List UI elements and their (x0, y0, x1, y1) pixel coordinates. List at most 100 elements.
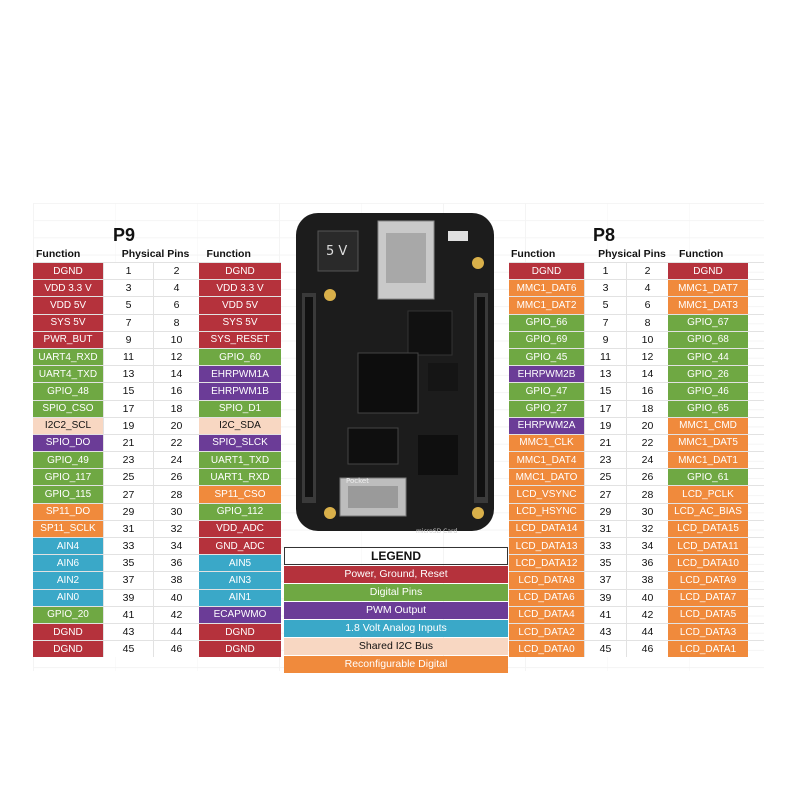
p8-function-left: LCD_VSYNC (509, 486, 584, 503)
p8-pin-even: 34 (626, 538, 668, 555)
p8-pin-odd: 27 (584, 486, 626, 503)
p8-pin-odd: 1 (584, 263, 626, 280)
p8-function-left: MMC1_DATO (509, 469, 584, 486)
p8-pin-even: 14 (626, 366, 668, 383)
p9-function-left: GPIO_20 (33, 606, 103, 623)
p9-pin-even: 30 (153, 503, 199, 520)
p9-function-right: SPIO_SLCK (199, 434, 281, 452)
p8-pin-even: 32 (626, 520, 668, 537)
p8-pin-odd: 41 (584, 606, 626, 623)
p9-function-left: GPIO_48 (33, 383, 103, 400)
p9-pin-odd: 35 (103, 555, 153, 572)
p8-pin-even: 30 (626, 503, 668, 520)
p8-title: P8 (593, 225, 616, 245)
legend-item: Shared I2C Bus (284, 637, 508, 655)
p8-function-left: GPIO_47 (509, 383, 584, 400)
p8-function-right: MMC1_DAT3 (668, 297, 748, 314)
sd-label: microSD Card (416, 528, 457, 535)
p9-function-left: AIN4 (33, 538, 103, 555)
p8-pin-odd: 31 (584, 520, 626, 537)
p8-function-right: LCD_DATA3 (668, 623, 748, 641)
p9-title-row: P9 (33, 203, 281, 245)
p9-pin-even: 26 (153, 469, 199, 486)
p8-pin-even: 26 (626, 469, 668, 486)
p9-function-left: AIN0 (33, 589, 103, 606)
p8-pin-odd: 37 (584, 572, 626, 589)
p8-function-left: MMC1_DAT2 (509, 297, 584, 314)
p9-pin-odd: 5 (103, 297, 153, 314)
p9-pin-even: 6 (153, 297, 199, 314)
p8-function-right: MMC1_DAT7 (668, 280, 748, 297)
p9-function-left: GPIO_117 (33, 469, 103, 486)
p9-function-left: DGND (33, 263, 103, 280)
p8-function-right: GPIO_61 (668, 469, 748, 486)
p8-pin-odd: 3 (584, 280, 626, 297)
legend-item: 1.8 Volt Analog Inputs (284, 619, 508, 637)
p8-function-left: LCD_HSYNC (509, 503, 584, 520)
p9-pin-even: 34 (153, 538, 199, 555)
p9-pin-odd: 15 (103, 383, 153, 400)
p8-column-headers: Function Physical Pins Function (509, 245, 764, 262)
p9-pin-even: 36 (153, 555, 199, 572)
p9-pin-odd: 25 (103, 469, 153, 486)
p9-function-left: I2C2_SCL (33, 417, 103, 434)
p9-function-left: DGND (33, 641, 103, 658)
p9-function-left: SPIO_CSO (33, 400, 103, 417)
p9-pin-even: 28 (153, 486, 199, 503)
p8-pin-even: 46 (626, 641, 668, 658)
p9-pin-even: 24 (153, 452, 199, 469)
p9-function-left: UART4_TXD (33, 366, 103, 383)
p9-pin-even: 8 (153, 314, 199, 331)
p9-pin-odd: 29 (103, 503, 153, 520)
p8-pin-odd: 23 (584, 452, 626, 469)
p9-function-right: SYS_RESET (199, 331, 281, 348)
p8-pin-even: 10 (626, 331, 668, 348)
p8-pin-odd: 29 (584, 503, 626, 520)
p8-pin-even: 8 (626, 314, 668, 331)
p9-function-left: SPIO_DO (33, 434, 103, 452)
p8-function-left: LCD_DATA2 (509, 623, 584, 641)
p9-function-right: GND_ADC (199, 538, 281, 555)
p8-pin-even: 4 (626, 280, 668, 297)
p9-function-left: VDD 3.3 V (33, 280, 103, 297)
p9-header-function-right: Function (206, 247, 251, 260)
p9-pin-odd: 41 (103, 606, 153, 623)
p9-function-right: AIN1 (199, 589, 281, 606)
p9-function-right: GPIO_112 (199, 503, 281, 520)
p9-function-left: DGND (33, 623, 103, 641)
p9-pin-odd: 19 (103, 417, 153, 434)
p9-function-left: GPIO_115 (33, 486, 103, 503)
p8-function-right: MMC1_DAT1 (668, 452, 748, 469)
p9-pin-even: 22 (153, 434, 199, 452)
p8-pin-even: 24 (626, 452, 668, 469)
p8-pin-odd: 25 (584, 469, 626, 486)
p9-function-left: SP11_DO (33, 503, 103, 520)
p9-pin-even: 10 (153, 331, 199, 348)
p8-header-pins: Physical Pins (598, 247, 666, 260)
p8-function-right: LCD_DATA1 (668, 641, 748, 658)
p9-function-right: VDD 3.3 V (199, 280, 281, 297)
p8-function-right: LCD_DATA7 (668, 589, 748, 606)
p8-function-right: LCD_DATA5 (668, 606, 748, 623)
p8-pin-odd: 15 (584, 383, 626, 400)
